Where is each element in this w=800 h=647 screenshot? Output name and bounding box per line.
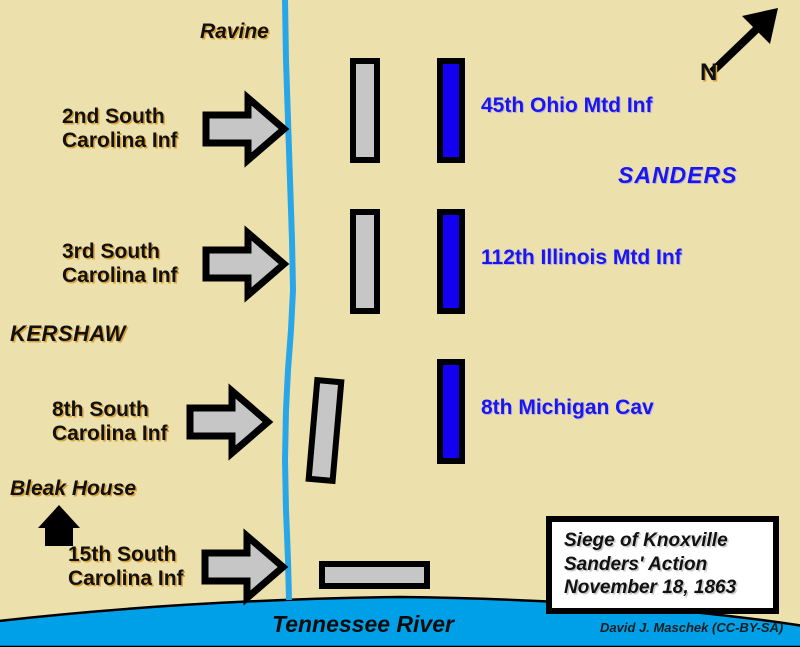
attack-arrow-icon <box>202 90 290 168</box>
map-title-line-3: November 18, 1863 <box>564 577 737 599</box>
csa-unit-label-3rd-sc: 3rd South Carolina Inf <box>62 240 178 287</box>
attack-arrow-icon <box>186 383 274 461</box>
tennessee-river-label: Tennessee River <box>272 611 454 637</box>
commander-sanders-label: SANDERS <box>618 162 738 188</box>
ravine-label: Ravine <box>200 20 269 43</box>
compass-north-label: N <box>700 59 718 86</box>
csa-marker-3 <box>305 376 345 485</box>
map-title-line-1: Siege of Knoxville <box>564 530 728 551</box>
map-title-line-2: Sanders' Action <box>564 553 708 575</box>
union-marker-1 <box>437 58 465 163</box>
csa-unit-label-2nd-sc: 2nd South Carolina Inf <box>62 105 178 152</box>
union-marker-2 <box>437 209 465 314</box>
commander-kershaw-label: KERSHAW <box>10 321 126 346</box>
map-credit: David J. Maschek (CC-BY-SA) <box>600 620 784 635</box>
union-marker-3 <box>437 359 465 464</box>
house-icon <box>38 505 80 546</box>
union-unit-label-45th-ohio: 45th Ohio Mtd Inf <box>481 94 653 117</box>
map-title-box: Siege of Knoxville Sanders' Action Novem… <box>546 516 779 614</box>
north-arrow-icon <box>709 8 778 75</box>
bleak-house-label: Bleak House <box>10 477 137 500</box>
union-unit-label-8th-michigan: 8th Michigan Cav <box>481 396 654 419</box>
csa-unit-label-15th-sc: 15th South Carolina Inf <box>68 543 184 590</box>
csa-marker-1 <box>350 58 380 163</box>
ravine-line <box>281 0 297 601</box>
csa-marker-2 <box>350 209 380 314</box>
csa-unit-label-8th-sc: 8th South Carolina Inf <box>52 398 168 445</box>
union-unit-label-112th-illinois: 112th Illinois Mtd Inf <box>481 246 682 269</box>
attack-arrow-icon <box>202 225 290 303</box>
attack-arrow-icon <box>201 528 289 606</box>
csa-marker-4 <box>319 561 430 589</box>
